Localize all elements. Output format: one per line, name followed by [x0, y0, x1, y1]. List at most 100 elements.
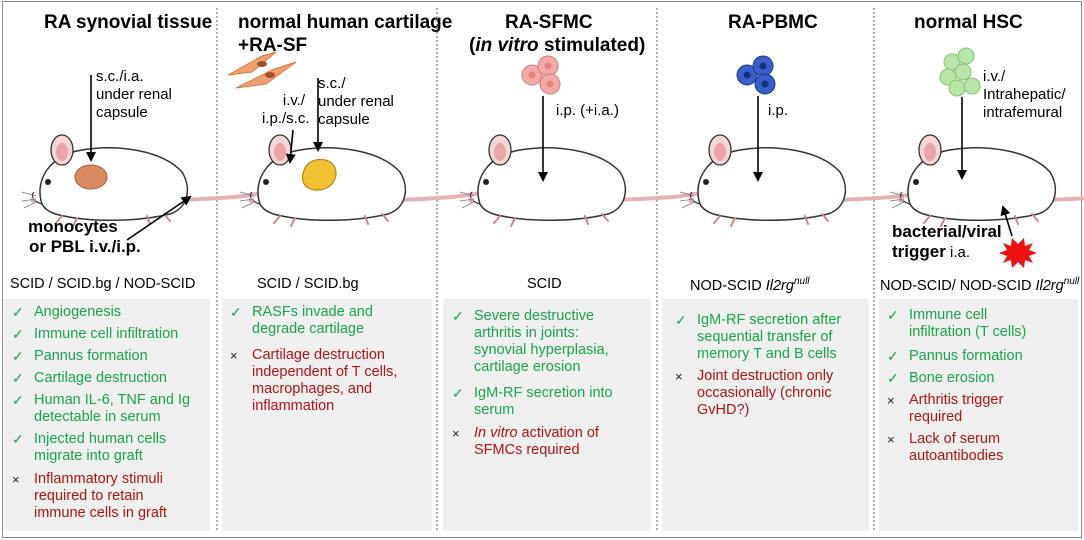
check-icon: ✓ [12, 348, 24, 364]
check-icon: ✓ [12, 370, 24, 386]
check-icon: ✓ [12, 431, 24, 447]
model-strain: SCID / SCID.bg [257, 276, 359, 292]
route-label-secondary: i.v./ i.p./s.c. [262, 92, 326, 128]
feature-line: memory T and B cells [697, 346, 837, 362]
model-text: NOD-SCID/ NOD-SCID [880, 277, 1036, 294]
feature-line: degrade cartilage [252, 321, 365, 337]
feature-line: Human IL-6, TNF and Ig [34, 392, 191, 408]
hsc-cells-icon [939, 47, 981, 97]
route-line: s.c./i.a. [96, 68, 144, 85]
feature-line: inflammation [252, 398, 335, 414]
feature-line: independent of T cells, [252, 364, 398, 380]
model-strain: NOD-SCID/ NOD-SCID Il2rgnull [880, 276, 1079, 294]
check-icon: ✓ [452, 308, 464, 324]
check-icon: ✓ [230, 304, 242, 320]
feature-line: immune cells in graft [34, 505, 167, 521]
injection-line: monocytes [28, 217, 118, 236]
feature-item: ✓ Pannus formation [12, 348, 148, 365]
route-label: s.c./ under renal capsule [318, 75, 394, 129]
feature-line: RASFs invade and [252, 304, 373, 320]
feature-text: activation of [517, 425, 599, 441]
fibroblast-cells-icon [227, 51, 297, 89]
feature-line: occasionally (chronic [697, 385, 832, 401]
model-text: NOD-SCID [690, 277, 766, 294]
feature-line: Joint destruction only [697, 368, 834, 384]
route-label: i.p. [768, 102, 789, 119]
trigger-arrow [1000, 205, 1013, 237]
column-title: normal HSC [914, 12, 1023, 33]
feature-line: Severe destructive [474, 308, 595, 324]
sfmc-cells-icon [521, 55, 561, 95]
model-strain: SCID / SCID.bg / NOD-SCID [10, 276, 196, 292]
title-line: normal human cartilage [238, 12, 453, 33]
route-label: i.v./ Intrahepatic/ intrafemural [983, 68, 1066, 122]
route-line: intrafemural [983, 104, 1063, 121]
cross-icon: × [452, 426, 460, 441]
model-gene: Il2rg [765, 277, 794, 294]
mouse-icon [458, 133, 714, 228]
route-line: i.p./s.c. [262, 110, 310, 127]
route-label: i.p. (+i.a.) [556, 102, 619, 119]
trigger-route: i.a. [945, 244, 971, 261]
feature-line: Pannus formation [34, 348, 148, 364]
model-sup: null [793, 276, 810, 287]
feature-line: Lack of serum [909, 431, 1001, 447]
feature-item: ✓Immune cell infiltration [12, 326, 178, 343]
feature-line: Bone erosion [909, 370, 995, 386]
feature-line: Angiogenesis [34, 304, 122, 320]
route-line: i.v./ [983, 68, 1006, 85]
cross-icon: × [12, 472, 20, 487]
trigger-burst-icon [999, 238, 1037, 268]
injection-label: monocytes [28, 217, 118, 237]
feature-line: sequential transfer of [697, 329, 833, 345]
mouse-icon [238, 133, 494, 228]
column-title: RA synovial tissue [44, 12, 213, 33]
column-separator [216, 8, 218, 530]
features-panel-1 [4, 299, 210, 531]
synovial-graft-icon [74, 164, 108, 190]
title-rest: stimulated) [538, 35, 646, 56]
illustration-layer [20, 47, 1084, 268]
feature-line: Cartilage destruction [252, 347, 385, 363]
cross-icon: × [887, 393, 895, 408]
check-icon: ✓ [887, 307, 899, 323]
features-panel-3 [443, 299, 651, 531]
route-line: capsule [318, 111, 370, 128]
route-line: capsule [96, 104, 148, 121]
check-icon: ✓ [12, 392, 24, 408]
feature-line: Arthritis trigger [909, 392, 1004, 408]
feature-line: Immune cell [909, 307, 988, 323]
feature-line: detectable in serum [34, 409, 161, 425]
title-italic: in vitro [475, 35, 539, 56]
feature-line: IgM-RF secretion into [474, 385, 613, 401]
trigger-label: bacterial/viral [892, 222, 1002, 241]
trigger-word: trigger [892, 242, 946, 261]
feature-line: serum [474, 402, 515, 418]
feature-line: cartilage erosion [474, 359, 581, 375]
cross-icon: × [887, 432, 895, 447]
feature-item: ✓Bone erosion [887, 370, 995, 387]
tail-injection-arrow [126, 195, 192, 241]
column-title-line2: (in vitro stimulated) [469, 35, 646, 56]
feature-line: infiltration (T cells) [909, 324, 1027, 340]
feature-line: Inflammatory stimuli [34, 471, 163, 487]
feature-line: synovial hyperplasia, [474, 342, 609, 358]
column-title: RA-SFMC [505, 12, 593, 33]
route-label: s.c./i.a. under renal capsule [96, 68, 172, 122]
feature-italic: In vitro [474, 425, 518, 441]
route-line: under renal [318, 93, 394, 110]
feature-line: In vitro activation of [474, 425, 599, 442]
check-icon: ✓ [887, 348, 899, 364]
column-title: RA-PBMC [728, 12, 818, 33]
model-gene: Il2rg [1035, 277, 1064, 294]
feature-line: Cartilage destruction [34, 370, 167, 386]
